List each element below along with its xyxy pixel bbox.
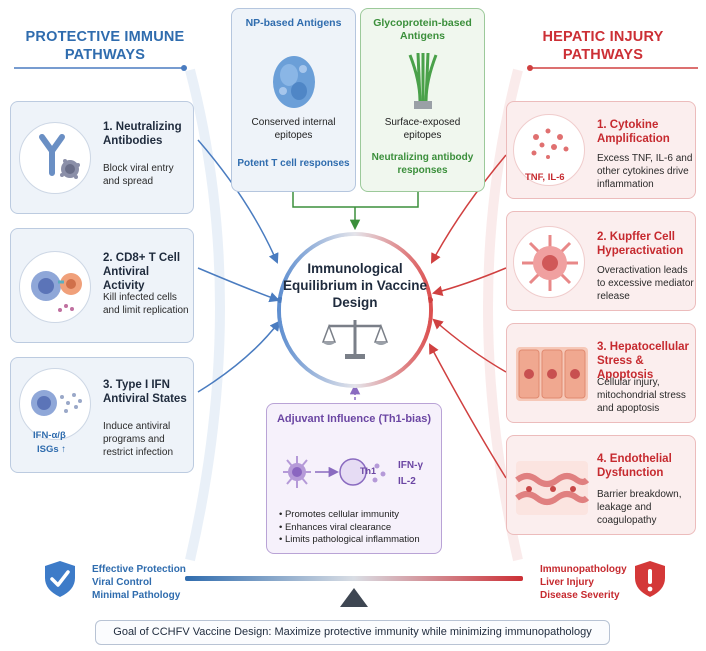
card-cd8-t-cell: 2. CD8+ T Cell Antiviral Activity Kill i… bbox=[10, 228, 194, 343]
arrow-hepatocyte bbox=[432, 318, 507, 373]
adjuvant-bullet: Limits pathological inflammation bbox=[279, 534, 420, 547]
antibody-icon bbox=[19, 122, 91, 194]
card-endothelial-dysfunction: 4. Endothelial Dysfunction Barrier break… bbox=[506, 435, 696, 535]
goal-banner: Goal of CCHFV Vaccine Design: Maximize p… bbox=[95, 620, 610, 645]
card-title: 2. CD8+ T Cell Antiviral Activity bbox=[103, 252, 181, 292]
left-arc bbox=[185, 68, 225, 562]
card-desc: Induce antiviral programs and restrict i… bbox=[103, 421, 174, 458]
glyco-desc2: Neutralizing antibody responses bbox=[371, 152, 474, 176]
cytokine-icon-label: TNF, IL-6 bbox=[525, 172, 565, 183]
injury-outcomes: Immunopathology Liver Injury Disease Sev… bbox=[540, 563, 627, 602]
shield-check-icon bbox=[45, 561, 75, 597]
card-title: 2. Kupffer Cell Hyperactivation bbox=[597, 231, 684, 257]
card-desc: Kill infected cells and limit replicatio… bbox=[103, 292, 189, 316]
glyco-antigens-box: Glycoprotein-based Antigens Surface-expo… bbox=[360, 8, 485, 192]
card-type-i-ifn: IFN-α/β ISGs ↑ 3. Type I IFN Antiviral S… bbox=[10, 357, 194, 473]
ifn-cell-icon bbox=[19, 368, 91, 440]
adjuvant-bullets: Promotes cellular immunity Enhances vira… bbox=[279, 509, 420, 547]
card-kupffer-cell: 2. Kupffer Cell Hyperactivation Overacti… bbox=[506, 211, 696, 311]
np-desc1: Conserved internal epitopes bbox=[251, 117, 336, 141]
hepatocyte-icon bbox=[516, 347, 588, 401]
card-desc: Excess TNF, IL-6 and other cytokines dri… bbox=[597, 153, 693, 190]
arrow-antigens bbox=[292, 192, 419, 228]
adjuvant-bullet: Enhances viral clearance bbox=[279, 522, 420, 535]
np-title: NP-based Antigens bbox=[245, 17, 342, 29]
card-title: 1. Neutralizing Antibodies bbox=[103, 121, 182, 147]
center-title: Immunological Equilibrium in Vaccine Des… bbox=[282, 261, 428, 310]
glyco-title: Glycoprotein-based Antigens bbox=[373, 17, 472, 42]
card-title: 3. Type I IFN Antiviral States bbox=[103, 379, 187, 405]
arrow-cd8 bbox=[197, 267, 280, 303]
card-title: 4. Endothelial Dysfunction bbox=[597, 453, 672, 479]
center-equilibrium: Immunological Equilibrium in Vaccine Des… bbox=[281, 236, 429, 384]
arrow-ifn bbox=[197, 320, 281, 393]
isg-label: ISGs ↑ bbox=[37, 444, 67, 455]
th1-label: Th1 bbox=[359, 466, 376, 476]
fulcrum bbox=[340, 588, 368, 607]
protection-outcomes: Effective Protection Viral Control Minim… bbox=[92, 563, 186, 602]
card-desc: Block viral entry and spread bbox=[103, 163, 174, 187]
protective-heading: PROTECTIVE IMMUNE PATHWAYS bbox=[25, 29, 185, 63]
adjuvant-bullet: Promotes cellular immunity bbox=[279, 509, 420, 522]
outcome-item: Viral Control bbox=[92, 577, 152, 588]
right-heading-dot bbox=[527, 65, 533, 71]
card-neutralizing-antibodies: 1. Neutralizing Antibodies Block viral e… bbox=[10, 101, 194, 214]
endothelium-icon bbox=[515, 461, 589, 515]
injury-heading: HEPATIC INJURY PATHWAYS bbox=[542, 29, 664, 63]
balance-scale-icon bbox=[321, 320, 389, 359]
cytokine-labels: IFN-γ IL-2 bbox=[398, 458, 423, 490]
np-antigens-box: NP-based Antigens Conserved internal epi… bbox=[231, 8, 356, 192]
card-title: 1. Cytokine Amplification bbox=[597, 119, 670, 145]
adjuvant-title: Adjuvant Influence (Th1-bias) bbox=[276, 413, 431, 425]
ifn-gamma-label: IFN-γ bbox=[398, 460, 423, 471]
cytokine-icon bbox=[513, 114, 585, 186]
balance-bar bbox=[185, 576, 523, 581]
glycoprotein-icon bbox=[408, 52, 438, 109]
outcome-item: Liver Injury bbox=[540, 577, 594, 588]
adjuvant-box: Adjuvant Influence (Th1-bias) Th1 IFN-γ … bbox=[266, 403, 442, 554]
outcome-item: Disease Severity bbox=[540, 590, 620, 601]
arrow-kupffer bbox=[431, 267, 507, 296]
left-heading-dot bbox=[181, 65, 187, 71]
outcome-item: Effective Protection bbox=[92, 564, 186, 575]
np-protein-icon bbox=[273, 56, 315, 108]
kupffer-cell-icon bbox=[513, 226, 585, 298]
il2-label: IL-2 bbox=[398, 476, 416, 487]
card-title: 3. Hepatocellular Stress & Apoptosis bbox=[597, 341, 690, 381]
glyco-desc1: Surface-exposed epitopes bbox=[384, 117, 461, 141]
card-cytokine-amplification: TNF, IL-6 1. Cytokine Amplification Exce… bbox=[506, 101, 696, 199]
outcome-item: Immunopathology bbox=[540, 564, 627, 575]
np-desc2: Potent T cell responses bbox=[237, 158, 350, 169]
ifn-label: IFN-α/β bbox=[33, 430, 66, 441]
dendritic-cell-icon bbox=[283, 456, 386, 488]
card-desc: Barrier breakdown, leakage and coagulopa… bbox=[597, 489, 682, 526]
warning-shield-icon bbox=[635, 561, 665, 597]
card-desc: Cellular injury, mitochondrial stress an… bbox=[597, 377, 686, 414]
t-cell-icon bbox=[19, 251, 91, 323]
outcome-item: Minimal Pathology bbox=[92, 590, 181, 601]
card-hepatocellular-stress: 3. Hepatocellular Stress & Apoptosis Cel… bbox=[506, 323, 696, 423]
card-desc: Overactivation leads to excessive mediat… bbox=[597, 265, 694, 302]
